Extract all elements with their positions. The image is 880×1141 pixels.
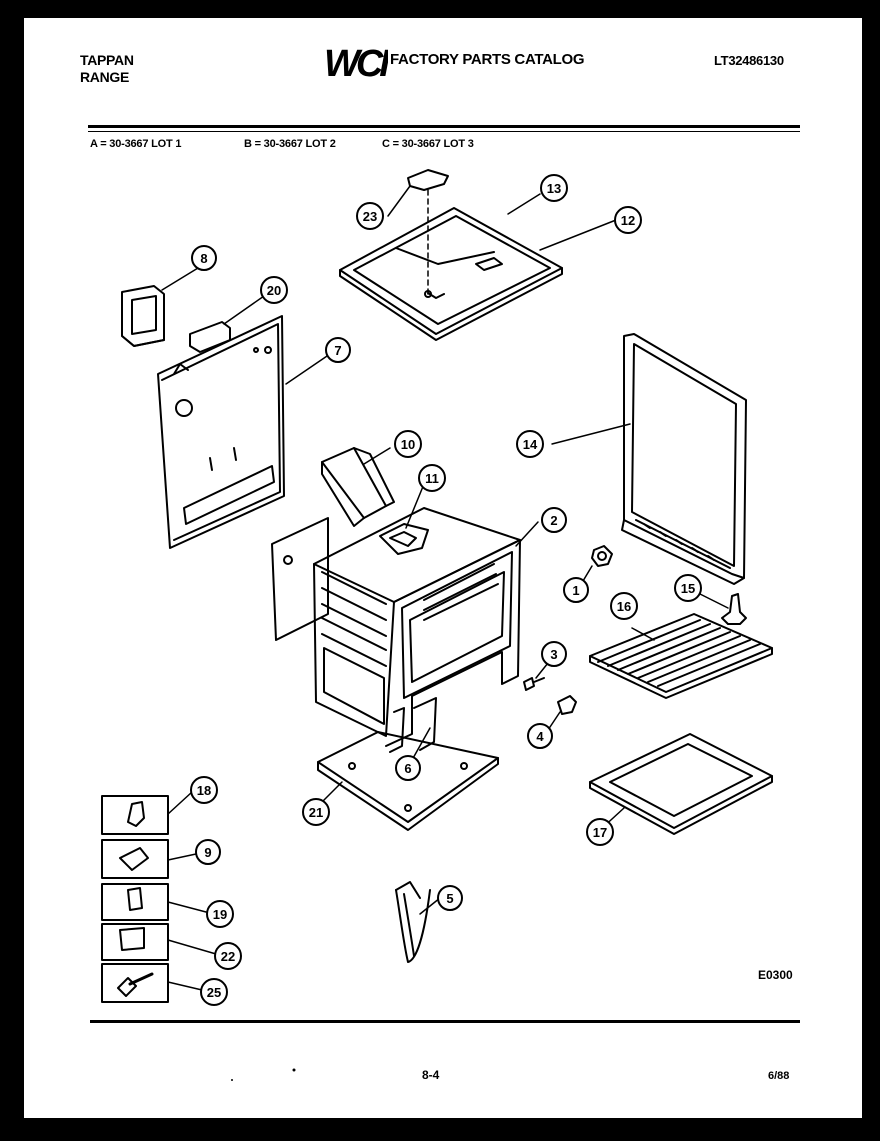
catalog-number: LT32486130 (714, 53, 784, 68)
callout-18-label: 18 (197, 783, 211, 798)
callout-19: 19 (206, 900, 234, 928)
callout-21: 21 (302, 798, 330, 826)
callout-20-label: 20 (267, 283, 281, 298)
brand-line-2: RANGE (80, 69, 130, 85)
callout-25: 25 (200, 978, 228, 1006)
callout-19-label: 19 (213, 907, 227, 922)
callout-14: 14 (516, 430, 544, 458)
part-14-door-frame (621, 333, 747, 585)
callout-2: 2 (541, 507, 567, 533)
callout-2-label: 2 (550, 513, 557, 528)
header-rule (88, 125, 800, 128)
part-6-oven-body (271, 507, 521, 753)
callout-17-label: 17 (593, 825, 607, 840)
callout-3: 3 (541, 641, 567, 667)
part-1-knob (591, 545, 613, 567)
callout-14-label: 14 (523, 437, 538, 452)
part-16-oven-rack (589, 613, 773, 699)
callout-16: 16 (610, 592, 638, 620)
callout-4-label: 4 (536, 729, 544, 744)
part-12-13-cooktop (339, 207, 563, 341)
callout-16-label: 16 (617, 599, 631, 614)
callout-12: 12 (614, 206, 642, 234)
part-21-bottom-panel (317, 731, 499, 831)
part-22-box (101, 923, 169, 961)
part-9-box (101, 839, 169, 879)
lot-c-label: C = 30-3667 LOT 3 (382, 138, 474, 150)
catalog-page: TAPPAN RANGE WCI FACTORY PARTS CATALOG L… (24, 18, 862, 1118)
callout-15-label: 15 (681, 581, 695, 596)
part-4-foot (557, 695, 577, 715)
callout-10: 10 (394, 430, 422, 458)
part-19-box (101, 883, 169, 921)
part-23-clip (407, 169, 449, 295)
part-18-box (101, 795, 169, 835)
callout-7: 7 (325, 337, 351, 363)
wci-logo: WCI (324, 43, 388, 84)
part-5-wire (395, 881, 431, 963)
callout-10-label: 10 (401, 437, 415, 452)
part-15-leveler (721, 593, 747, 625)
revision-date: 6/88 (768, 1070, 790, 1082)
callout-9-label: 9 (204, 845, 211, 860)
callout-15: 15 (674, 574, 702, 602)
callout-1: 1 (563, 577, 589, 603)
callout-11-label: 11 (425, 471, 439, 486)
callout-13: 13 (540, 174, 568, 202)
callout-5-label: 5 (446, 891, 453, 906)
footer-rule (90, 1020, 800, 1023)
callout-6: 6 (395, 755, 421, 781)
page-number: 8-4 (422, 1068, 440, 1082)
leader-lines (161, 185, 729, 991)
wci-logo-text: WCI (324, 43, 388, 84)
callout-8-label: 8 (200, 251, 207, 266)
callout-4: 4 (527, 723, 553, 749)
callout-18: 18 (190, 776, 218, 804)
part-10-duct (321, 447, 395, 527)
catalog-title: FACTORY PARTS CATALOG (390, 51, 585, 68)
callout-12-label: 12 (621, 213, 635, 228)
callout-17: 17 (586, 818, 614, 846)
part-20-bracket (189, 321, 231, 353)
callout-23: 23 (356, 202, 384, 230)
callout-1-label: 1 (572, 583, 579, 598)
lot-b-label: B = 30-3667 LOT 2 (244, 138, 336, 150)
lot-a-label: A = 30-3667 LOT 1 (90, 138, 182, 150)
part-11-insulation (379, 523, 429, 555)
exploded-parts-diagram: 23 13 12 8 20 7 10 11 14 2 1 15 16 3 4 6… (101, 169, 773, 1081)
callout-22: 22 (214, 942, 242, 970)
callout-9: 9 (195, 839, 221, 865)
callout-7-label: 7 (334, 343, 341, 358)
callouts: 23 13 12 8 20 7 10 11 14 2 1 15 16 3 4 6… (190, 174, 702, 1006)
callout-21-label: 21 (309, 805, 323, 820)
brand-label: TAPPAN RANGE (80, 52, 134, 86)
part-25-box (101, 963, 169, 1003)
header-rule-thin (88, 131, 800, 132)
callout-23-label: 23 (363, 209, 377, 224)
callout-13-label: 13 (547, 181, 561, 196)
brand-line-1: TAPPAN (80, 52, 134, 68)
callout-3-label: 3 (550, 647, 557, 662)
callout-11: 11 (418, 464, 446, 492)
drawing-code: E0300 (758, 968, 793, 982)
part-7-rear-panel (157, 315, 285, 549)
part-8-bracket (121, 285, 165, 347)
callout-5: 5 (437, 885, 463, 911)
part-3-screw (523, 677, 545, 691)
callout-25-label: 25 (207, 985, 221, 1000)
callout-6-label: 6 (404, 761, 411, 776)
callout-22-label: 22 (221, 949, 235, 964)
part-17-broiler-pan (589, 733, 773, 835)
callout-20: 20 (260, 276, 288, 304)
callout-8: 8 (191, 245, 217, 271)
